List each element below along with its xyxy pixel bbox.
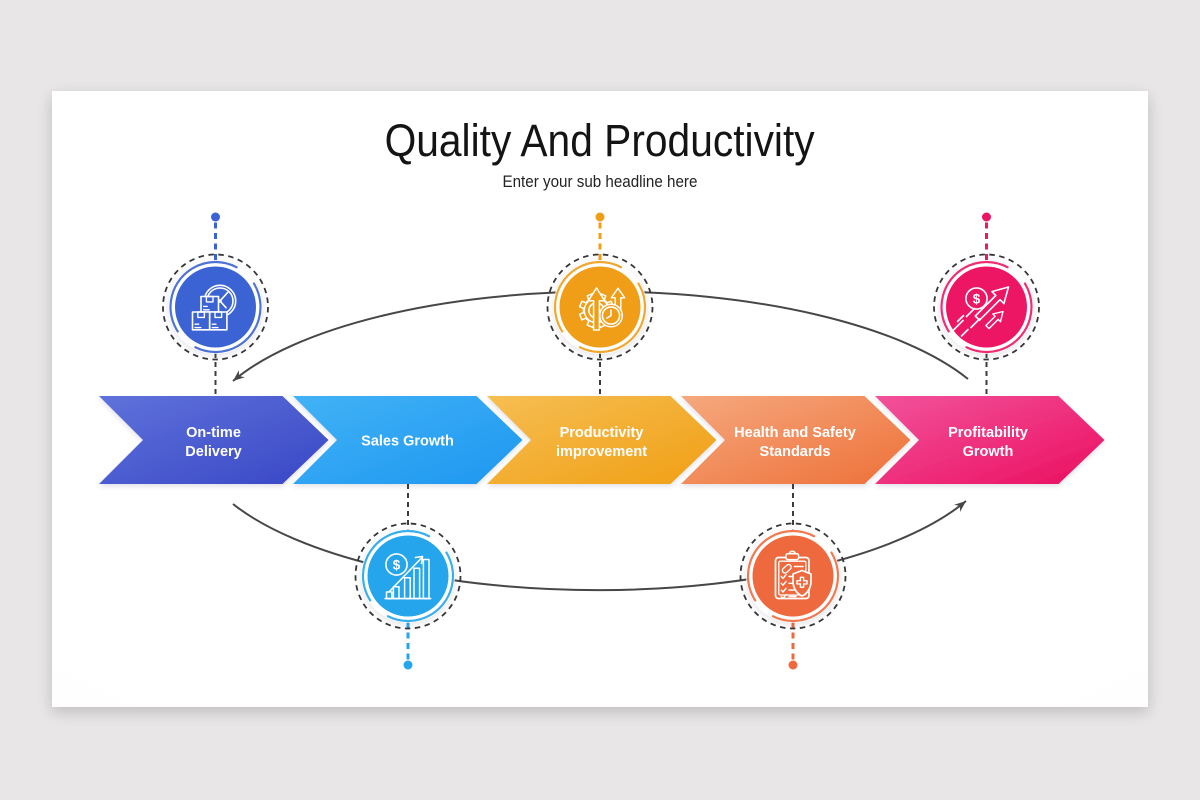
svg-text:$: $ [973, 292, 981, 307]
svg-text:Productivity: Productivity [560, 425, 644, 441]
svg-text:Growth: Growth [963, 444, 1014, 460]
svg-text:Standards: Standards [760, 444, 831, 460]
svg-text:Profitability: Profitability [948, 425, 1028, 441]
svg-text:improvement: improvement [556, 444, 647, 460]
svg-text:Sales Growth: Sales Growth [361, 434, 454, 450]
svg-text:$: $ [393, 558, 401, 573]
svg-text:Health and Safety: Health and Safety [734, 425, 856, 441]
svg-text:Delivery: Delivery [185, 444, 241, 460]
svg-text:On-time: On-time [186, 425, 241, 441]
